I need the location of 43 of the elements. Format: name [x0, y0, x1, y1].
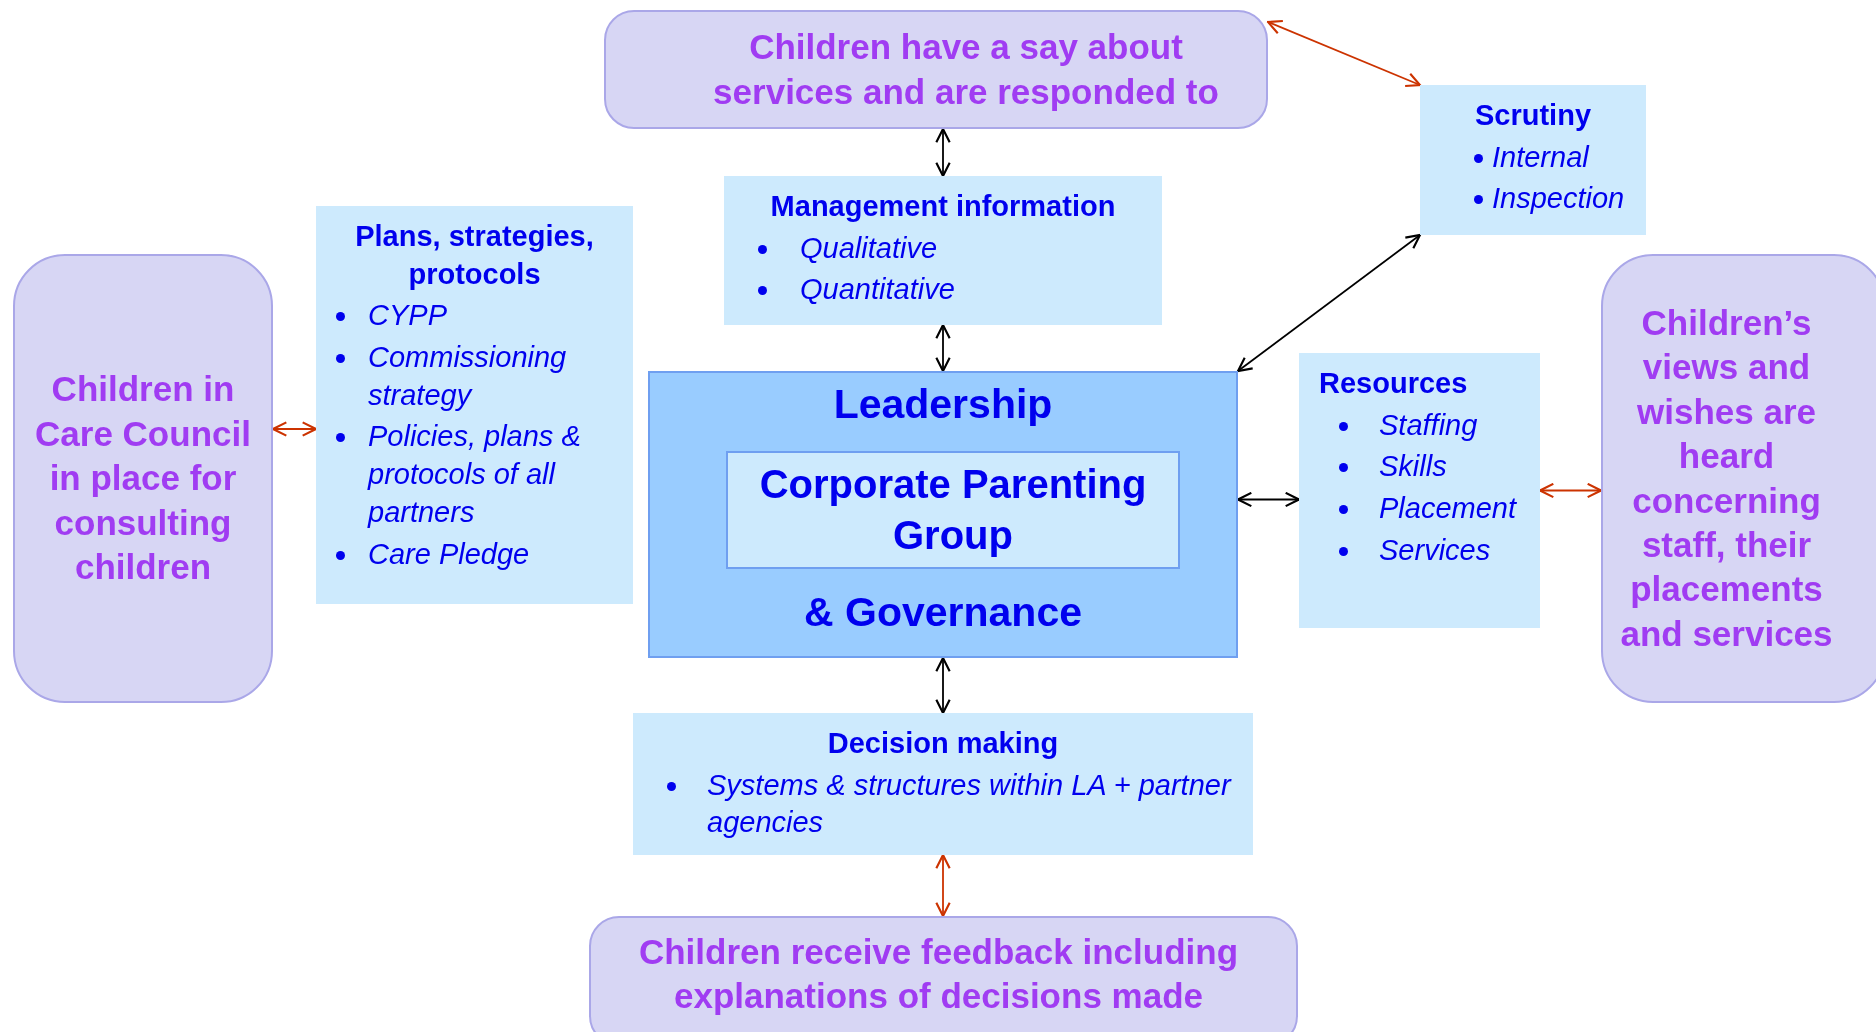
feedback-box [589, 916, 1298, 1032]
leadership-box [648, 371, 1238, 658]
bullet-text: Staffing [1379, 408, 1478, 441]
bullet-text: Policies, plans & protocols of all partners [368, 420, 581, 528]
bullet-text: Internal [1492, 140, 1589, 173]
bullet-text: CYPP [368, 299, 447, 332]
info-box [316, 206, 633, 604]
bullet-text: Inspection [1492, 182, 1625, 215]
double-arrow [271, 421, 318, 437]
box-heading: Resources [1319, 366, 1469, 401]
bullet-text: Systems & structures within LA + partner agencies [707, 768, 1231, 839]
feedback-box [604, 10, 1268, 129]
council-box [13, 254, 273, 703]
box-text: Children’s views and wishes are heard concerning staff, their placements and services [1619, 301, 1834, 655]
bullet-text: Services [1379, 533, 1491, 566]
double-arrow [935, 127, 951, 178]
bullet-text: Placement [1379, 492, 1516, 525]
box-text: Corporate Parenting Group [758, 461, 1148, 559]
box-heading: Decision making [826, 726, 1060, 761]
double-arrow [935, 323, 951, 373]
info-box [633, 713, 1253, 855]
double-arrow [1266, 19, 1422, 88]
box-text: Children receive feedback including explanations of decisions made [637, 930, 1240, 1017]
box-text: Children in Care Council in place for consulting children [34, 368, 252, 589]
info-box [724, 176, 1162, 325]
box-heading: Plans, strategies, protocols [354, 219, 595, 292]
box-heading: Scrutiny [1474, 98, 1592, 133]
box-text: Children have a say about services and are responded to [712, 26, 1220, 113]
group-box [726, 451, 1180, 569]
double-arrow [935, 656, 951, 715]
bullet-text: Skills [1379, 450, 1447, 483]
bullet-text: Care Pledge [368, 537, 530, 570]
info-box [1420, 85, 1646, 235]
feedback-box [1601, 254, 1876, 703]
bullet-text: Quantitative [800, 273, 955, 306]
double-arrow [935, 853, 951, 918]
box-heading: Management information [769, 189, 1117, 224]
box-heading: Leadership [833, 381, 1053, 428]
bullet-text: Qualitative [800, 231, 937, 264]
bullet-text: Commissioning strategy [368, 341, 567, 411]
info-box [1299, 353, 1540, 628]
double-arrow [1236, 233, 1422, 373]
box-heading: & Governance [804, 589, 1082, 636]
